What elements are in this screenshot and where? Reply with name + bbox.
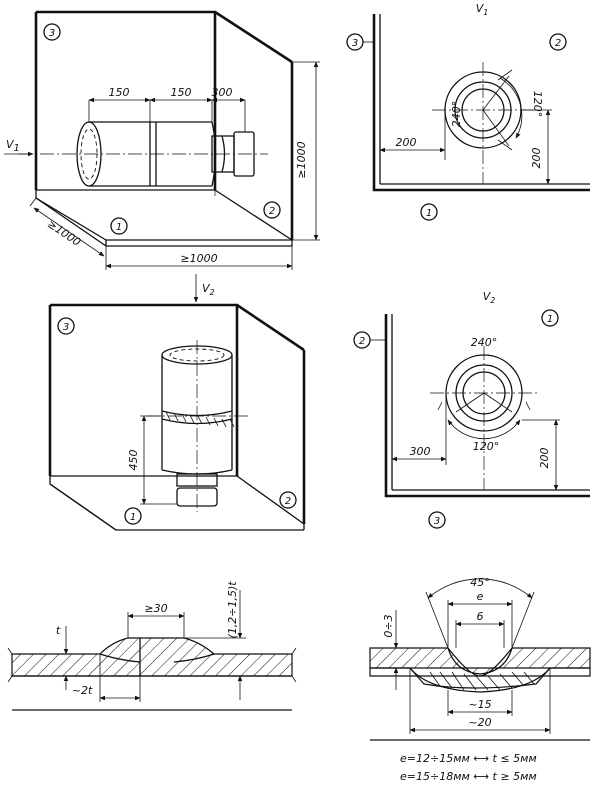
fig5-width: ≥30 (144, 602, 167, 615)
fig4-angle-240: 240° (471, 336, 498, 349)
fig2-view-v1: V1 (476, 2, 489, 17)
fig1-wall3-label: 3 (49, 28, 55, 39)
fig1-pipe (18, 120, 268, 196)
fig1-dim-a: 150 (109, 86, 130, 99)
fig1-dimensions (29, 61, 320, 270)
fig4-angle-120: 120° (473, 440, 500, 453)
fig1-dim-height: ≥1000 (295, 141, 308, 178)
fig6-weld-section: 45° e 6 0÷3 ~15 ~20 e=12÷15мм ⟷ t ≤ 5мм … (369, 576, 591, 783)
fig1-view-v1: V1 (6, 138, 20, 154)
fig1-box-walls (34, 10, 294, 247)
fig2-dim-left: 200 (396, 136, 417, 149)
fig4-dim-left: 300 (410, 445, 431, 458)
fig2-wall2-label: 2 (555, 38, 561, 49)
fig2-view-v1: 3 2 1 240° 120° 200 200 V1 (346, 2, 590, 221)
fig2-dim-bottom: 200 (530, 148, 543, 169)
fig3-dim-height: 450 (127, 450, 140, 471)
fig2-wall1-label: 1 (426, 208, 432, 219)
fig3-view-v2: V2 (202, 282, 215, 297)
fig1-dim-c: 300 (212, 86, 233, 99)
fig1-dim-width: ≥1000 (180, 252, 217, 265)
fig4-wall1-label: 1 (547, 314, 553, 325)
fig1-wall2-label: 2 (269, 206, 275, 217)
fig4-view-v2: V2 240° 120° 300 200 2 1 3 (353, 290, 590, 529)
fig6-angle: 45° (470, 576, 490, 589)
fig1-wall1-label: 1 (116, 222, 122, 233)
fig5-t: t (56, 624, 61, 637)
fig1-dim-b: 150 (171, 86, 192, 99)
fig6-e: e (477, 590, 484, 603)
fig3-wall1-label: 1 (130, 512, 136, 523)
fig6-gap: 0÷3 (382, 614, 395, 637)
fig2-angle-240: 240° (450, 101, 463, 128)
fig5-weld-section: ≥30 (1,2÷1,5)t t ~2t (7, 581, 297, 711)
fig6-rule1: e=12÷15мм ⟷ t ≤ 5мм (400, 752, 537, 765)
fig6-rule2: e=15÷18мм ⟷ t ≥ 5мм (400, 770, 537, 783)
fig3-wall2-label: 2 (285, 496, 291, 507)
fig2-angle-120: 120° (531, 91, 544, 118)
fig4-wall3-label: 3 (434, 516, 440, 527)
fig4-dim-bottom: 200 (538, 448, 551, 469)
fig2-wall3-label: 3 (352, 38, 358, 49)
fig6-six: 6 (477, 610, 484, 623)
fig5-offset: ~2t (72, 684, 93, 697)
fig3-isometric-vertical: V2 450 3 1 2 (48, 274, 306, 531)
fig6-w20: ~20 (468, 716, 491, 729)
fig6-w15: ~15 (468, 698, 491, 711)
fig5-height: (1,2÷1,5)t (226, 581, 239, 639)
fig4-wall2-label: 2 (359, 336, 365, 347)
fig4-view-v2: V2 (483, 290, 496, 305)
fig3-wall3-label: 3 (63, 322, 69, 333)
fig1-isometric-horizontal: 3 1 2 150 150 300 ≥1000 ≥1000 ≥1000 V1 (4, 10, 320, 270)
